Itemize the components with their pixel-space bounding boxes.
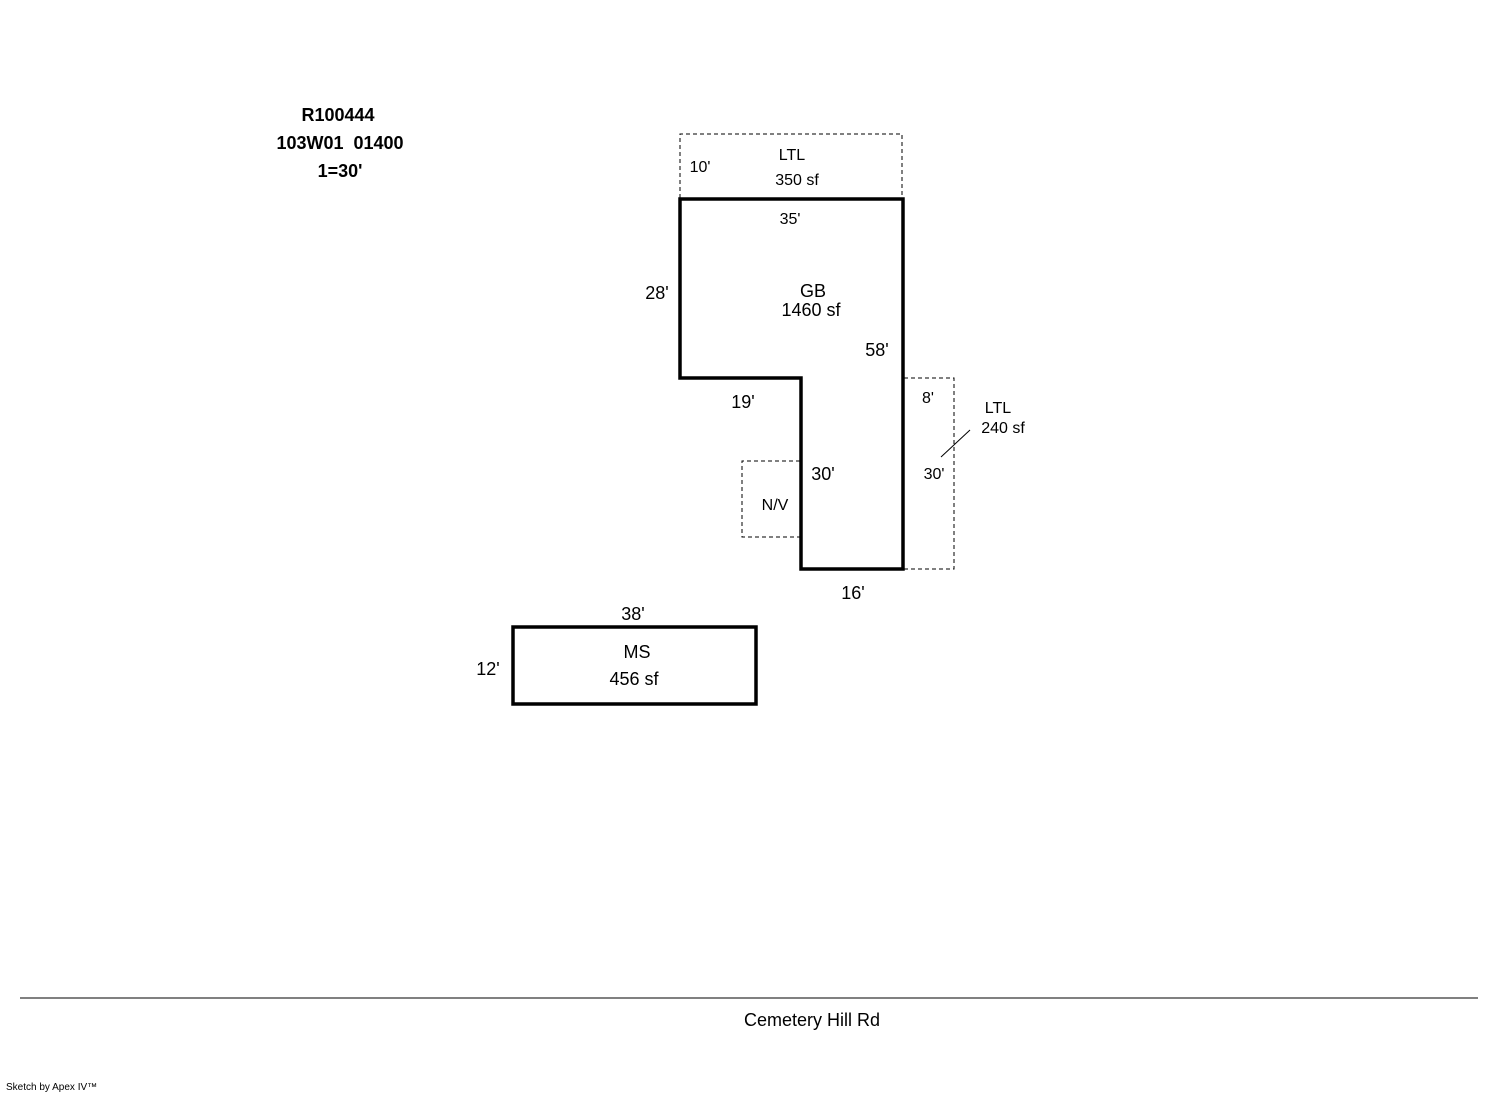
- ltl-right-outline: [904, 377, 955, 570]
- ltl-top-depth: 10': [690, 159, 711, 176]
- gb-bottom-dimension: 16': [841, 583, 864, 603]
- ms-width-dimension: 38': [621, 604, 644, 624]
- ms-building-outline: [511, 625, 758, 706]
- gb-right-dimension: 58': [865, 340, 888, 360]
- gb-top-dimension: 35': [780, 211, 801, 228]
- nv-code: N/V: [762, 497, 789, 514]
- ltl-right-leader-line: [940, 429, 971, 458]
- nv-outline: [741, 460, 800, 538]
- footer-credit: Sketch by Apex IV™: [6, 1082, 97, 1093]
- parcel-id: R100444: [301, 105, 374, 125]
- ms-depth-dimension: 12': [476, 659, 499, 679]
- gb-code: GB: [800, 281, 826, 301]
- ltl-top-code: LTL: [779, 147, 805, 164]
- ltl-right-length: 30': [924, 466, 945, 483]
- gb-inner-dimension: 30': [811, 464, 834, 484]
- ms-area: 456 sf: [609, 669, 659, 689]
- scale-label: 1=30': [318, 161, 363, 181]
- gb-left-dimension: 28': [645, 283, 668, 303]
- ms-code: MS: [624, 642, 651, 662]
- ltl-right-code: LTL: [985, 400, 1011, 417]
- ltl-right-width: 8': [922, 390, 934, 407]
- map-reference: 103W01 01400: [276, 133, 403, 153]
- ltl-right-area: 240 sf: [981, 420, 1025, 437]
- gb-building-outline: [678, 197, 905, 571]
- road-name: Cemetery Hill Rd: [744, 1010, 880, 1030]
- ltl-top-area: 350 sf: [775, 172, 819, 189]
- gb-step-dimension: 19': [731, 392, 754, 412]
- ltl-top-outline: [679, 133, 903, 198]
- gb-area: 1460 sf: [781, 300, 841, 320]
